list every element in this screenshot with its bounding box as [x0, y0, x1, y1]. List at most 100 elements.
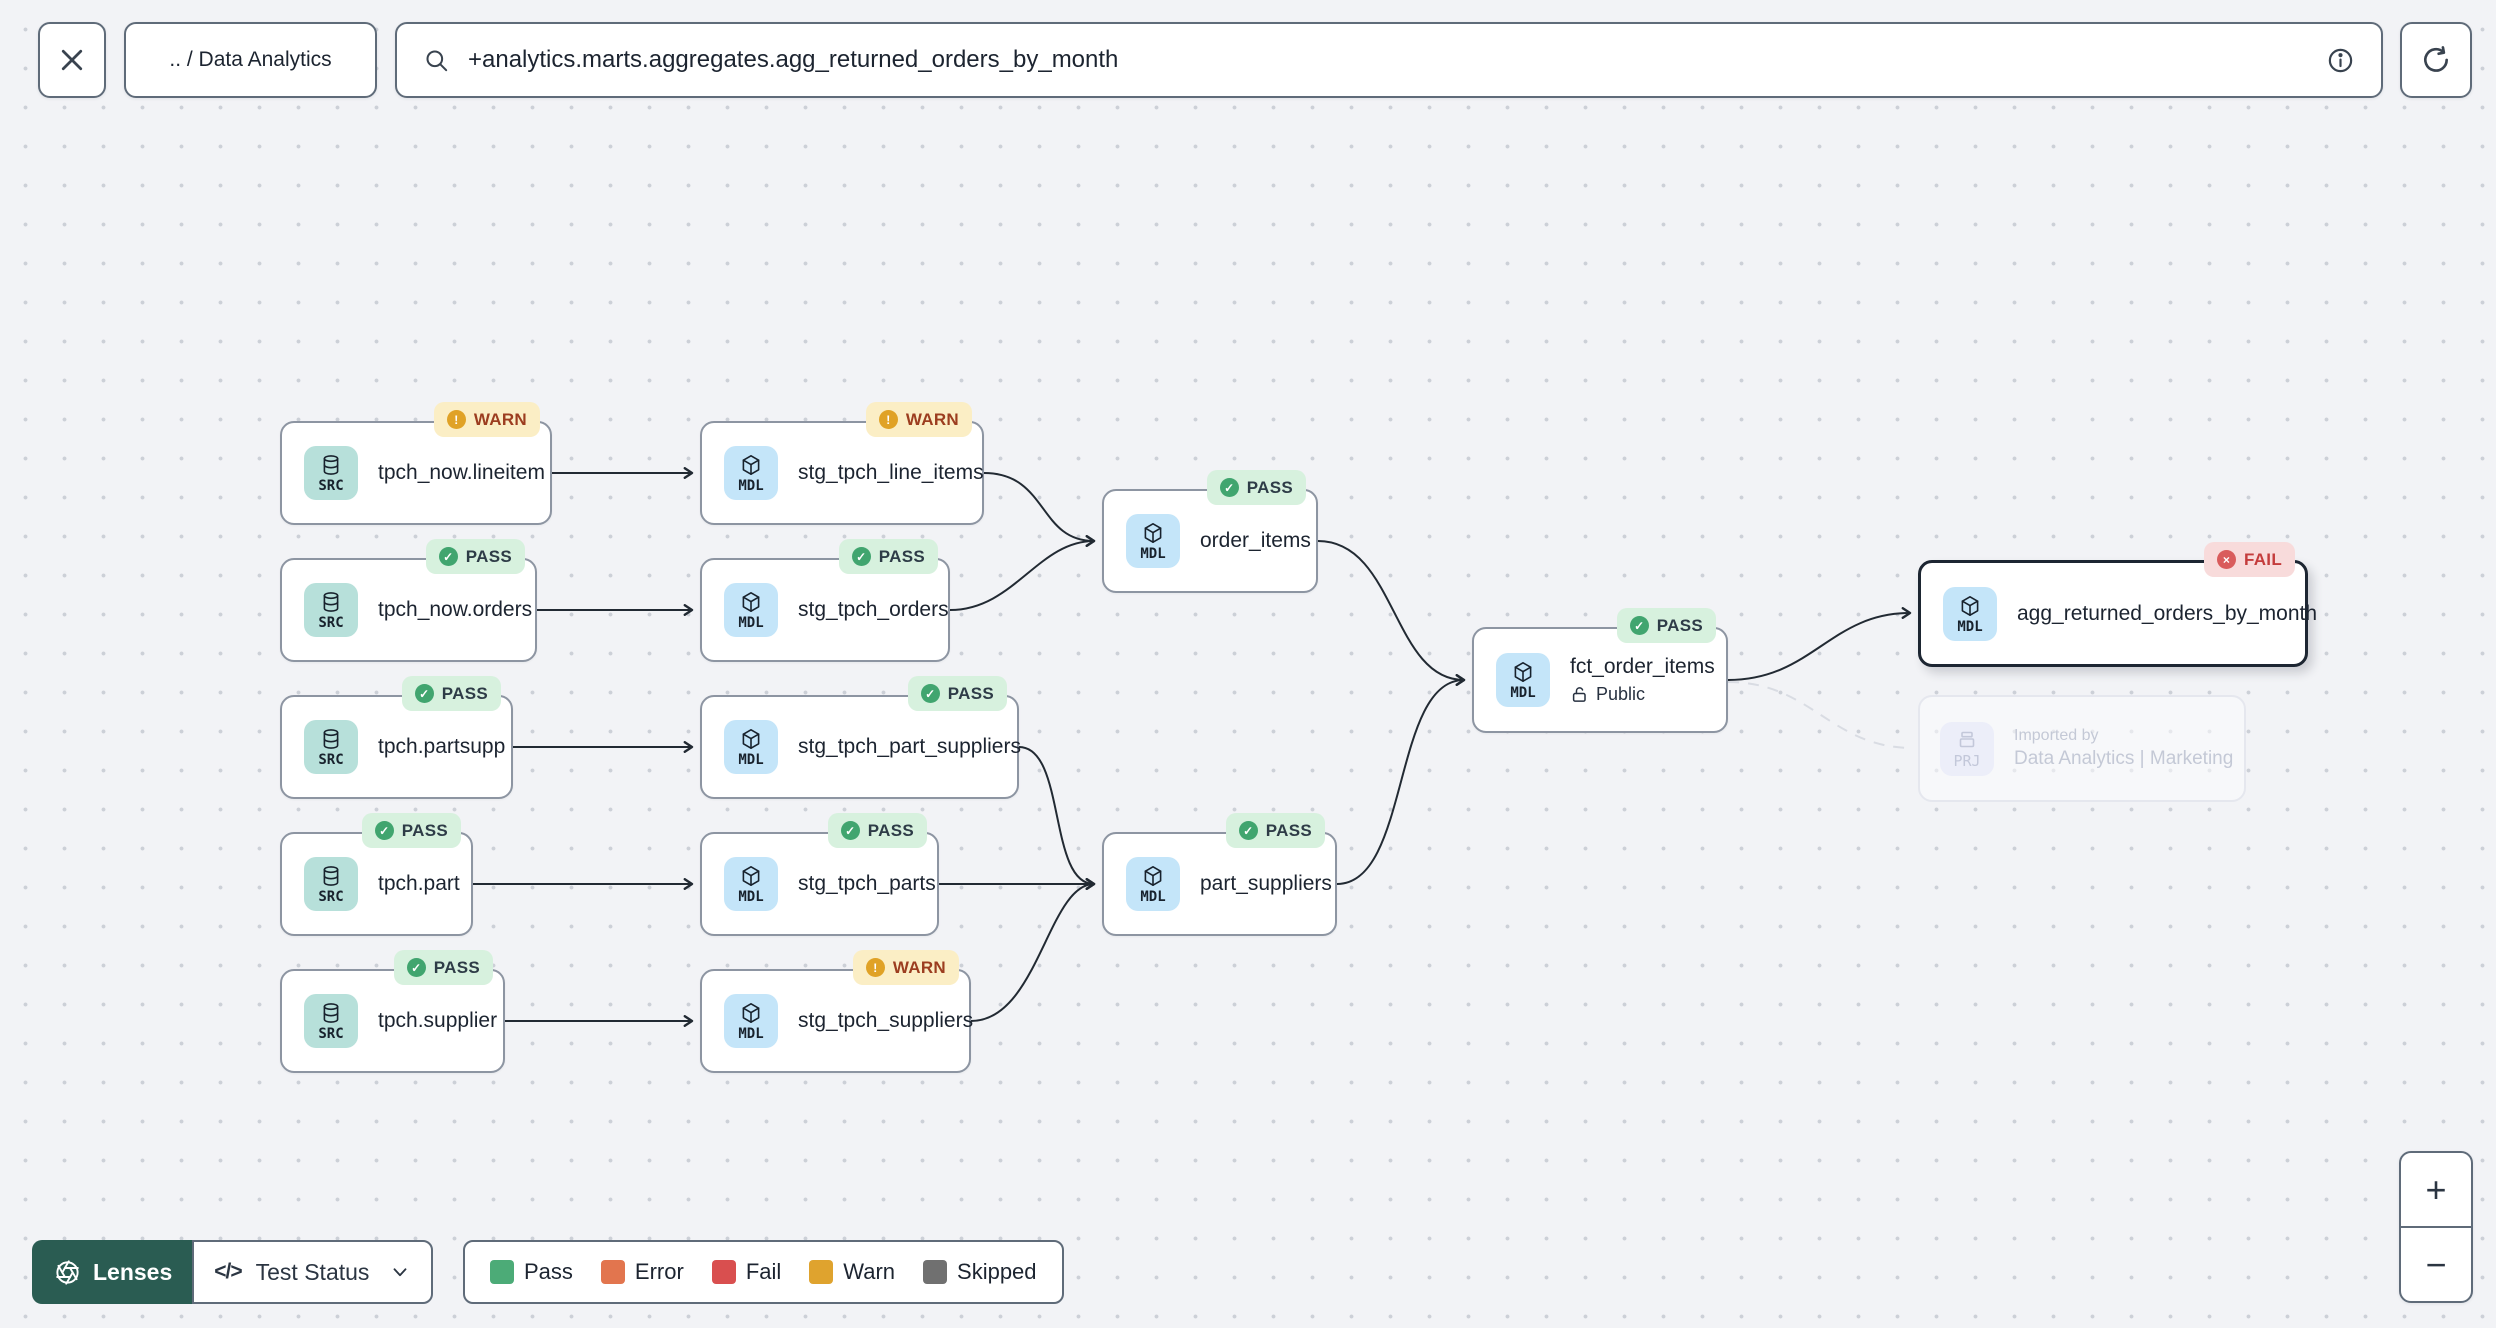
node-stg_tpch_suppliers[interactable]: !WARN MDL stg_tpch_suppliers — [700, 950, 974, 1073]
cube-icon — [739, 453, 763, 477]
node-order_items[interactable]: ✓PASS MDL order_items — [1102, 470, 1318, 593]
database-icon — [319, 453, 343, 477]
model-type-tile: MDL — [724, 994, 778, 1048]
chevron-down-icon — [389, 1261, 411, 1283]
check-icon: ✓ — [1219, 478, 1239, 497]
edge-stg-line-items-to-order-items — [983, 472, 1096, 547]
node-stg_tpch_line_items[interactable]: !WARN MDL stg_tpch_line_items — [700, 402, 984, 525]
status-badge: ✓PASS — [361, 813, 461, 848]
edge-order-items-to-fct-order-items — [1317, 540, 1466, 686]
zoom-out-button[interactable]: − — [2401, 1226, 2471, 1301]
imported-by-label: Imported by — [2014, 727, 2099, 744]
node-fct_order_items[interactable]: ✓PASS MDL fct_order_items Public — [1472, 608, 1728, 733]
node-stg_tpch_parts[interactable]: ✓PASS MDL stg_tpch_parts — [700, 813, 939, 936]
cube-icon — [739, 727, 763, 751]
node-label: order_items — [1200, 529, 1311, 552]
model-type-tile: MDL — [724, 583, 778, 637]
project-icon — [1955, 728, 1979, 752]
zoom-in-button[interactable]: + — [2425, 1168, 2447, 1210]
node-label: tpch.partsupp — [378, 735, 506, 758]
warn-icon: ! — [878, 410, 898, 429]
node-label: stg_tpch_line_items — [798, 461, 984, 484]
search-input[interactable] — [468, 46, 2308, 74]
model-type-tile: MDL — [1126, 514, 1180, 568]
status-badge: ✓PASS — [827, 813, 927, 848]
pass-swatch — [490, 1260, 514, 1284]
lens-selected-label: Test Status — [255, 1258, 370, 1285]
node-label: fct_order_items — [1570, 655, 1715, 678]
node-tpch-part[interactable]: ✓PASS SRC tpch.part — [280, 813, 473, 936]
node-label: tpch.part — [378, 872, 460, 895]
lock-open-icon — [1570, 685, 1589, 704]
node-label: agg_returned_orders_by_month — [2017, 601, 2318, 625]
refresh-button[interactable] — [2400, 22, 2472, 98]
refresh-icon — [2420, 44, 2452, 76]
check-icon: ✓ — [1629, 616, 1649, 635]
status-badge: ✓PASS — [425, 539, 525, 574]
node-label: stg_tpch_part_suppliers — [798, 735, 1021, 758]
node-label: tpch.supplier — [378, 1009, 498, 1032]
database-icon — [319, 590, 343, 614]
node-tpch_now-lineitem[interactable]: !WARN SRC tpch_now.lineitem — [280, 402, 552, 525]
status-badge: !WARN — [433, 402, 540, 437]
model-type-tile: MDL — [724, 857, 778, 911]
database-icon — [319, 864, 343, 888]
node-label: tpch_now.orders — [378, 598, 533, 621]
status-badge: !WARN — [852, 950, 959, 985]
edge-stg-suppliers-to-part-suppliers — [970, 878, 1096, 1022]
check-icon: ✓ — [406, 958, 426, 977]
skipped-swatch — [923, 1260, 948, 1284]
source-type-tile: SRC — [304, 720, 358, 774]
check-icon: ✓ — [414, 684, 434, 703]
cube-icon — [1511, 660, 1535, 684]
status-badge: ✓PASS — [838, 539, 938, 574]
check-icon: ✓ — [438, 547, 458, 566]
info-icon[interactable] — [2326, 46, 2355, 75]
model-type-tile: MDL — [724, 446, 778, 500]
status-badge: ✓PASS — [401, 676, 501, 711]
node-label: stg_tpch_suppliers — [798, 1009, 974, 1032]
node-tpch-supplier[interactable]: ✓PASS SRC tpch.supplier — [280, 950, 505, 1073]
node-stg_tpch_orders[interactable]: ✓PASS MDL stg_tpch_orders — [700, 539, 950, 662]
legend-item-fail: Fail — [711, 1259, 781, 1285]
node-label: tpch_now.lineitem — [378, 461, 545, 484]
node-part_suppliers[interactable]: ✓PASS MDL part_suppliers — [1102, 813, 1337, 936]
source-type-tile: SRC — [304, 857, 358, 911]
edge-part-suppliers-to-fct-order-items — [1336, 674, 1466, 885]
node-tpch_now-orders[interactable]: ✓PASS SRC tpch_now.orders — [280, 539, 537, 662]
edge-fct-order-items-to-agg — [1727, 607, 1912, 681]
node-stg_tpch_part_suppliers[interactable]: ✓PASS MDL stg_tpch_part_suppliers — [700, 676, 1021, 799]
database-icon — [319, 1001, 343, 1025]
node-label: stg_tpch_parts — [798, 872, 936, 895]
test-status-legend: Pass Error Fail Warn Skipped — [463, 1240, 1064, 1304]
search-bar[interactable] — [395, 22, 2383, 98]
model-type-tile: MDL — [1126, 857, 1180, 911]
cube-icon — [739, 864, 763, 888]
node-agg_returned_orders_by_month[interactable]: ×FAIL MDL agg_returned_orders_by_month — [1918, 542, 2317, 667]
lenses-control: Lenses </> Test Status — [32, 1240, 434, 1304]
cube-icon — [739, 1001, 763, 1025]
project-type-tile: PRJ — [1940, 721, 1994, 776]
model-type-tile: MDL — [724, 720, 778, 774]
code-icon: </> — [214, 1260, 242, 1283]
warn-icon: ! — [446, 410, 466, 429]
search-icon — [423, 47, 450, 74]
check-icon: ✓ — [1238, 821, 1258, 840]
cube-icon — [1141, 521, 1165, 545]
imported-project-name: Data Analytics | Marketing — [2014, 748, 2234, 769]
cube-icon — [739, 590, 763, 614]
warn-icon: ! — [865, 958, 885, 977]
close-button[interactable] — [38, 22, 106, 98]
check-icon: ✓ — [851, 547, 871, 566]
legend-item-warn: Warn — [809, 1259, 895, 1285]
breadcrumb[interactable]: .. / Data Analytics — [124, 22, 377, 98]
edge-stg-orders-to-order-items — [949, 535, 1096, 611]
database-icon — [319, 727, 343, 751]
source-type-tile: SRC — [304, 583, 358, 637]
model-type-tile: MDL — [1496, 653, 1550, 707]
access-row: Public — [1570, 684, 1715, 705]
node-tpch-partsupp[interactable]: ✓PASS SRC tpch.partsupp — [280, 676, 513, 799]
lens-selector-dropdown[interactable]: </> Test Status — [192, 1240, 434, 1304]
source-type-tile: SRC — [304, 446, 358, 500]
